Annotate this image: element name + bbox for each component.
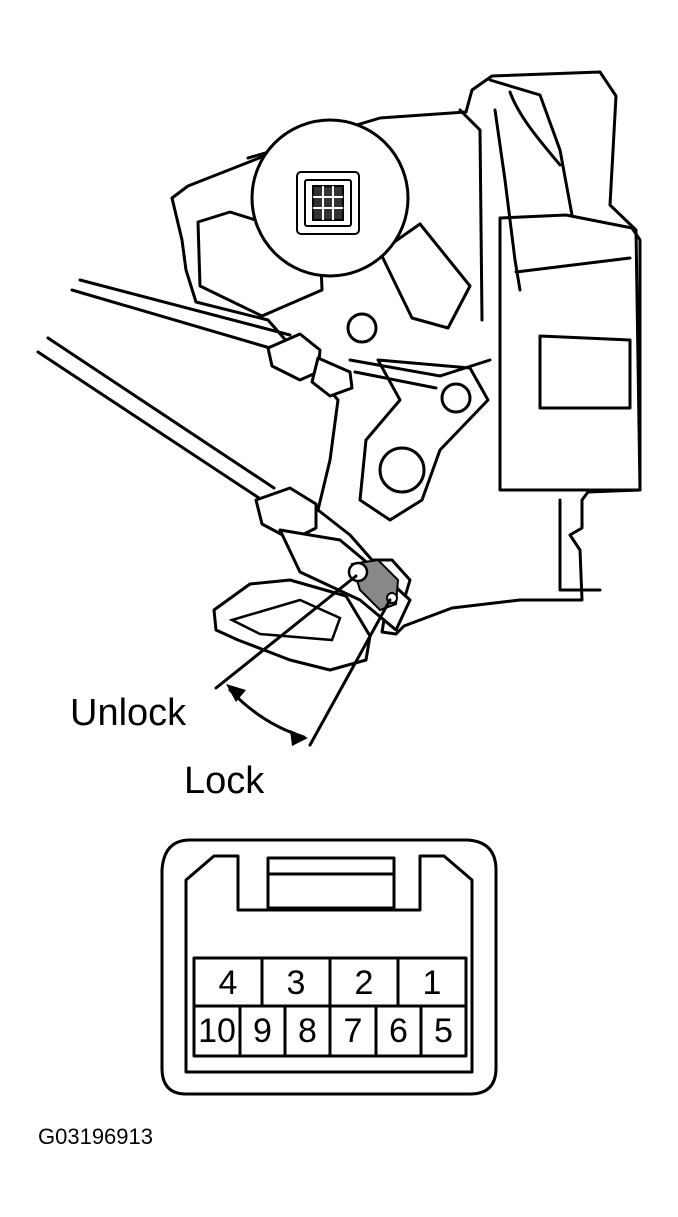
- pin-number: 4: [218, 964, 238, 1002]
- lock-housing: [170, 70, 642, 636]
- pin-number: 10: [198, 1012, 236, 1050]
- pin-number: 1: [422, 964, 442, 1002]
- pin-number: 6: [389, 1012, 408, 1050]
- lock-lever: [358, 358, 490, 522]
- arrow-lock: [290, 730, 308, 746]
- figure-code: G03196913: [38, 1124, 153, 1149]
- actuator-block: [498, 213, 642, 492]
- lower-knob: [212, 578, 372, 672]
- pin-number: 7: [343, 1012, 363, 1050]
- pin-number: 8: [298, 1012, 317, 1050]
- pin-number: 5: [434, 1012, 453, 1050]
- pin-number: 3: [286, 964, 306, 1002]
- top-connector: [296, 171, 360, 235]
- lock-label: Lock: [184, 760, 265, 802]
- pin-number: 9: [253, 1012, 272, 1050]
- cables: [36, 278, 492, 502]
- unlock-label: Unlock: [70, 692, 187, 734]
- arrow-unlock: [226, 684, 246, 702]
- connector-face: [160, 838, 498, 1096]
- pin-number: 2: [354, 964, 374, 1002]
